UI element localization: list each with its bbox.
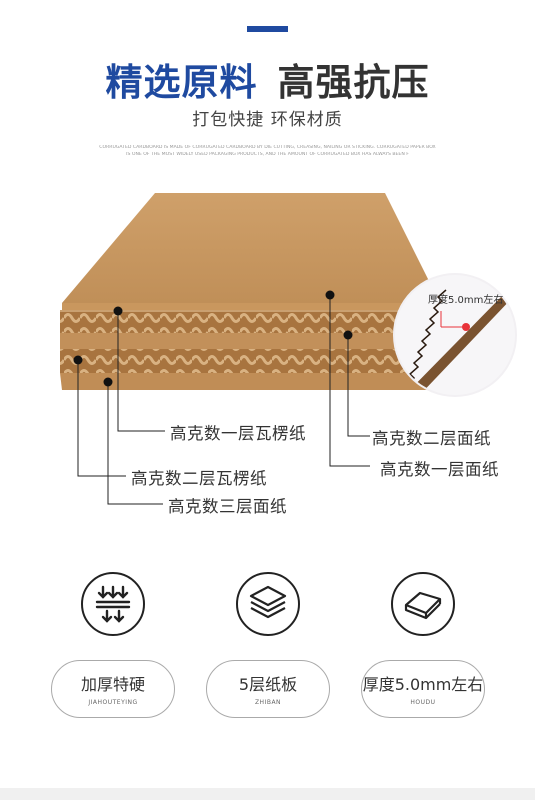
zoom-marker-dot [462, 323, 470, 331]
callout-dot-4 [73, 355, 83, 365]
headline: 精选原料高强抗压 [0, 52, 535, 106]
feature-pill-thickness: 厚度5.0mm左右 HOUDU [361, 660, 485, 718]
subtitle: 打包快捷 环保材质 [192, 110, 343, 130]
callout-dot-5 [103, 377, 113, 387]
board-liner-3 [60, 373, 440, 390]
board-flute-2 [60, 349, 440, 373]
callout-dot-2 [343, 330, 353, 340]
board-icon [391, 572, 455, 636]
headline-dark: 高强抗压 [277, 61, 430, 104]
feature-label-cn: 加厚特硬 [80, 675, 145, 694]
callout-label-2: 高克数二层面纸 [372, 429, 491, 448]
feature-thick [38, 572, 188, 636]
layers-icon [236, 572, 300, 636]
callout-label-1: 高克数一层瓦楞纸 [170, 424, 306, 443]
feature-pill-thick: 加厚特硬 JIAHOUTEYING [51, 660, 175, 718]
callout-dot-3 [325, 290, 335, 300]
feature-label-cn: 厚度5.0mm左右 [362, 675, 484, 694]
feature-thickness [348, 572, 498, 636]
cardboard-diagram [60, 193, 517, 505]
fine-print-line-1: CORRUGATED CARDBOARD IS MADE OF CORRUGAT… [99, 145, 436, 150]
pressure-arrows-icon [81, 572, 145, 636]
feature-label-cn: 5层纸板 [238, 675, 298, 694]
callout-dot-1 [113, 306, 123, 316]
feature-label-en: HOUDU [410, 699, 436, 706]
headline-blue: 精选原料 [105, 61, 258, 104]
board-flute-1 [60, 311, 440, 333]
feature-label-en: JIAHOUTEYING [88, 699, 138, 706]
callout-label-3: 高克数一层面纸 [380, 460, 499, 479]
board-top-face [62, 193, 440, 303]
callout-label-4: 高克数二层瓦楞纸 [131, 469, 267, 488]
board-liner-2 [60, 333, 440, 349]
zoom-thickness-label: 厚度5.0mm左右 [428, 295, 504, 306]
bottom-strip [0, 788, 535, 800]
accent-bar [247, 26, 288, 32]
zoom-board-edge [400, 295, 515, 395]
callout-label-5: 高克数三层面纸 [168, 497, 287, 516]
feature-layers [193, 572, 343, 636]
fine-print-line-2: IS ONE OF THE MOST WIDELY USED PACKAGING… [126, 152, 409, 157]
feature-pill-layers: 5层纸板 ZHIBAN [206, 660, 330, 718]
feature-label-en: ZHIBAN [254, 699, 282, 706]
board-liner-1 [62, 303, 440, 311]
